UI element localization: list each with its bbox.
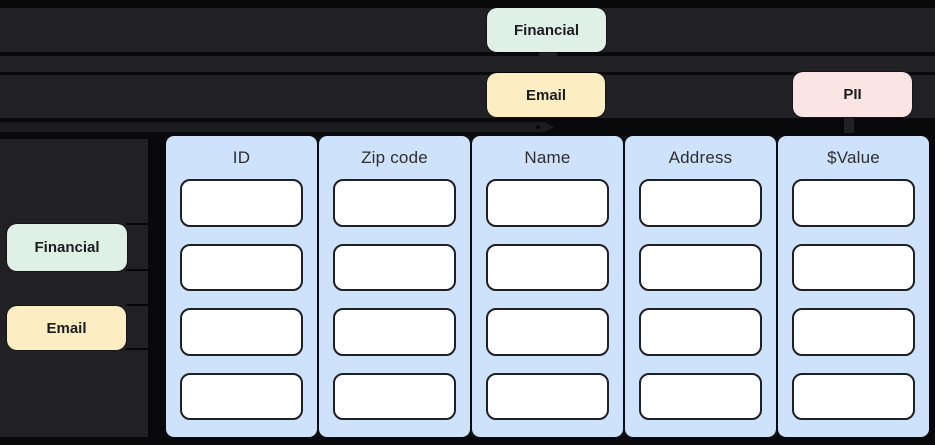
tag-email-top[interactable]: Email	[487, 73, 605, 117]
table-cell[interactable]	[792, 372, 915, 421]
table-cell[interactable]	[486, 372, 609, 421]
data-table: ID Zip code Name Address	[166, 136, 929, 437]
top-lane-1	[0, 8, 935, 52]
table-cell[interactable]	[792, 179, 915, 227]
tag-financial-sidebar[interactable]: Financial	[7, 224, 127, 271]
column-header-zip-code: Zip code	[361, 147, 428, 167]
table-cell[interactable]	[792, 308, 915, 356]
top-lane-2	[0, 75, 935, 118]
tray-lane-line	[126, 304, 148, 306]
table-column-address: Address	[625, 136, 776, 437]
table-column-zip-code: Zip code	[319, 136, 470, 437]
column-header-address: Address	[668, 147, 733, 167]
connector-strip	[0, 122, 554, 132]
table-cell[interactable]	[639, 179, 762, 227]
table-cell[interactable]	[333, 372, 456, 421]
tray-lane-line	[126, 223, 148, 225]
tag-pii-top[interactable]: PII	[793, 72, 912, 117]
top-lane-middle	[0, 56, 935, 72]
column-header-name: Name	[524, 147, 571, 167]
connector-stub-pii	[844, 117, 854, 133]
column-header-value: $Value	[827, 147, 880, 167]
tag-email-sidebar[interactable]: Email	[7, 306, 126, 350]
table-cell[interactable]	[486, 308, 609, 356]
connector-stub-financial	[539, 50, 557, 58]
table-cell[interactable]	[792, 243, 915, 292]
tag-financial-top[interactable]: Financial	[487, 8, 606, 52]
tray-lane-line	[126, 348, 148, 350]
table-cell[interactable]	[333, 243, 456, 292]
table-cell[interactable]	[333, 179, 456, 227]
table-column-id: ID	[166, 136, 317, 437]
tray-lane-line	[126, 269, 148, 271]
table-cell[interactable]	[639, 243, 762, 292]
connector-dot	[536, 125, 540, 129]
table-column-name: Name	[472, 136, 623, 437]
table-cell[interactable]	[333, 308, 456, 356]
table-cell[interactable]	[639, 372, 762, 421]
table-cell[interactable]	[486, 179, 609, 227]
table-cell[interactable]	[639, 308, 762, 356]
table-cell[interactable]	[180, 243, 303, 292]
table-cell[interactable]	[180, 372, 303, 421]
table-column-value: $Value	[778, 136, 929, 437]
table-cell[interactable]	[486, 243, 609, 292]
tag-tray-panel: Financial Email	[0, 139, 148, 437]
column-header-id: ID	[232, 147, 251, 167]
table-cell[interactable]	[180, 179, 303, 227]
table-cell[interactable]	[180, 308, 303, 356]
